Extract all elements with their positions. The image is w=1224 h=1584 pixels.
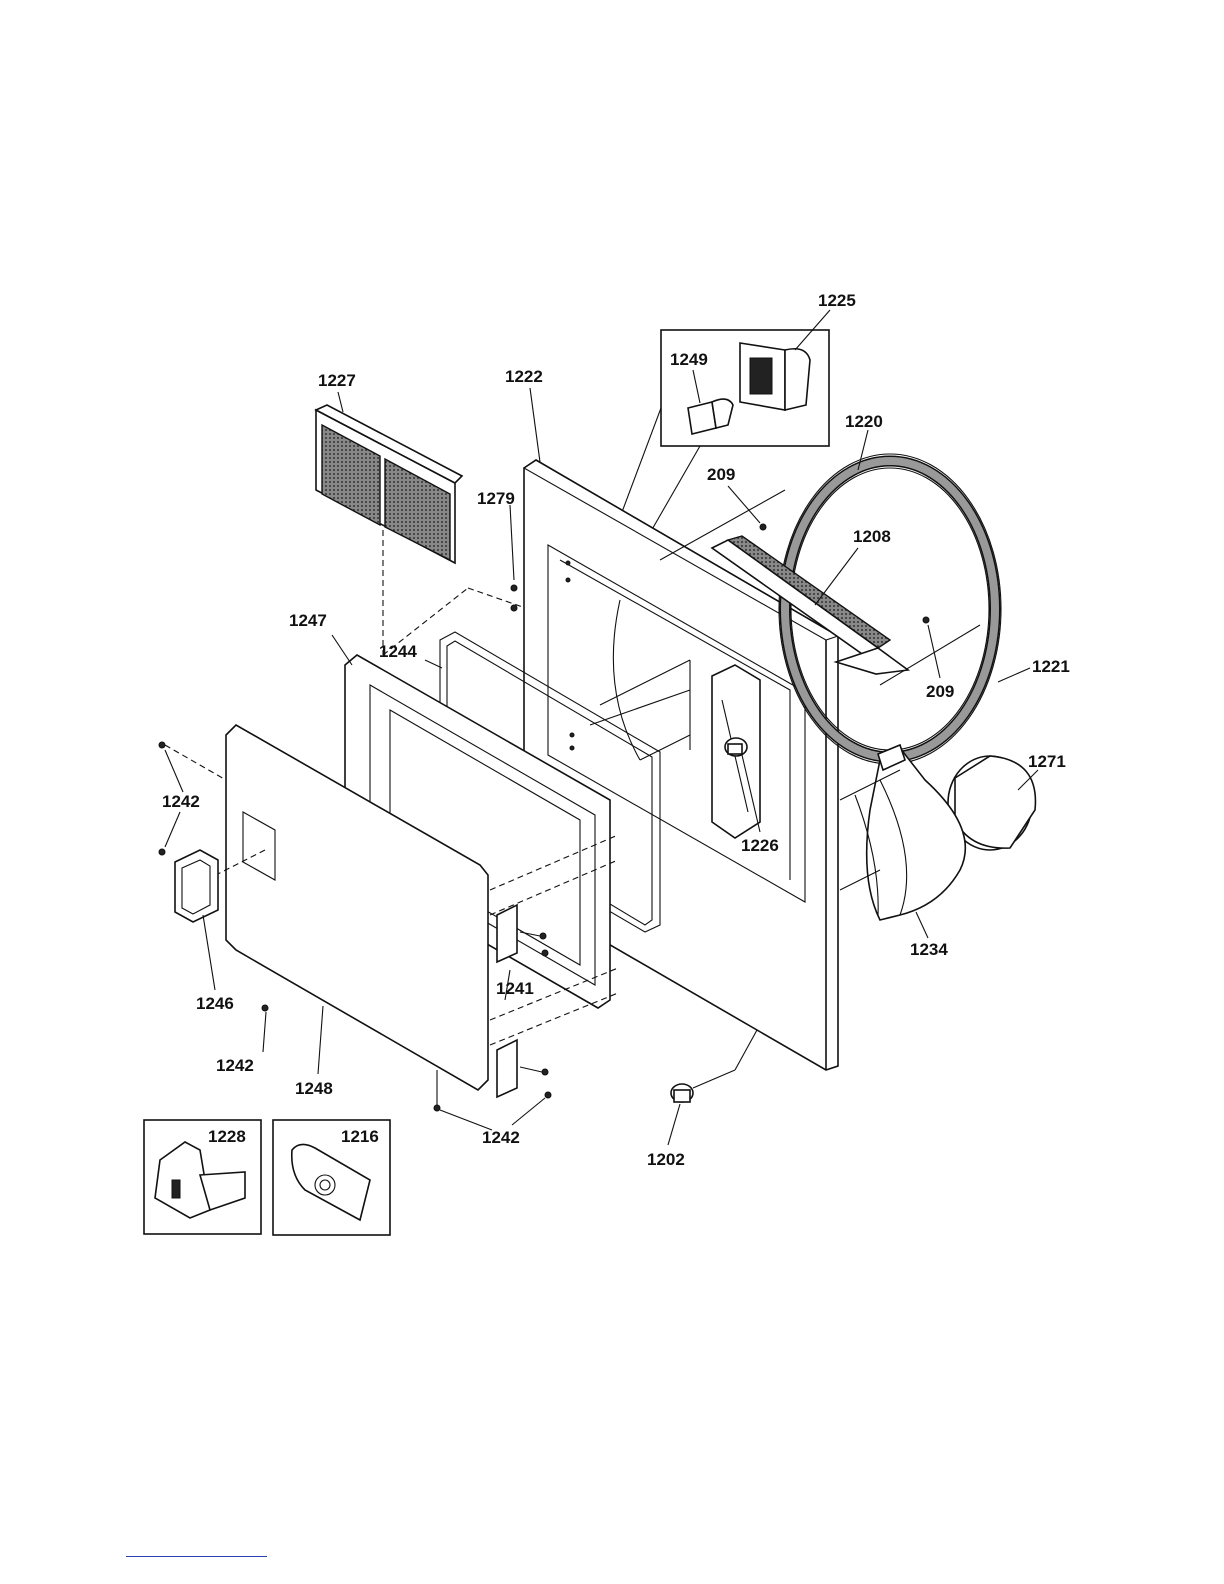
label-1271: 1271 [1028, 752, 1066, 771]
label-1279: 1279 [477, 489, 515, 508]
label-1225: 1225 [818, 291, 856, 310]
bumper-part [668, 1030, 757, 1145]
label-1208: 1208 [853, 527, 891, 546]
label-1222: 1222 [505, 367, 543, 386]
footer-link-line [126, 1556, 267, 1557]
label-1242-bottom: 1242 [482, 1128, 520, 1147]
label-1220: 1220 [845, 412, 883, 431]
door-strike-part [740, 310, 830, 410]
label-209-right: 209 [926, 682, 954, 701]
label-1226: 1226 [741, 836, 779, 855]
label-1248: 1248 [295, 1079, 333, 1098]
label-1242-left: 1242 [162, 792, 200, 811]
exhaust-duct-part [840, 745, 965, 938]
screw-1279 [510, 505, 517, 611]
label-1228: 1228 [208, 1127, 246, 1146]
label-1241: 1241 [496, 979, 534, 998]
label-1202: 1202 [647, 1150, 685, 1169]
door-handle-part [175, 850, 218, 990]
label-1242-bottom-left: 1242 [216, 1056, 254, 1075]
label-1234: 1234 [910, 940, 948, 959]
latch-plunger-part [688, 370, 733, 434]
label-1249: 1249 [670, 350, 708, 369]
label-1221: 1221 [1032, 657, 1070, 676]
label-1216: 1216 [341, 1127, 379, 1146]
label-1247: 1247 [289, 611, 327, 630]
label-1227: 1227 [318, 371, 356, 390]
label-1246: 1246 [196, 994, 234, 1013]
label-1244: 1244 [379, 642, 417, 661]
label-209-top: 209 [707, 465, 735, 484]
